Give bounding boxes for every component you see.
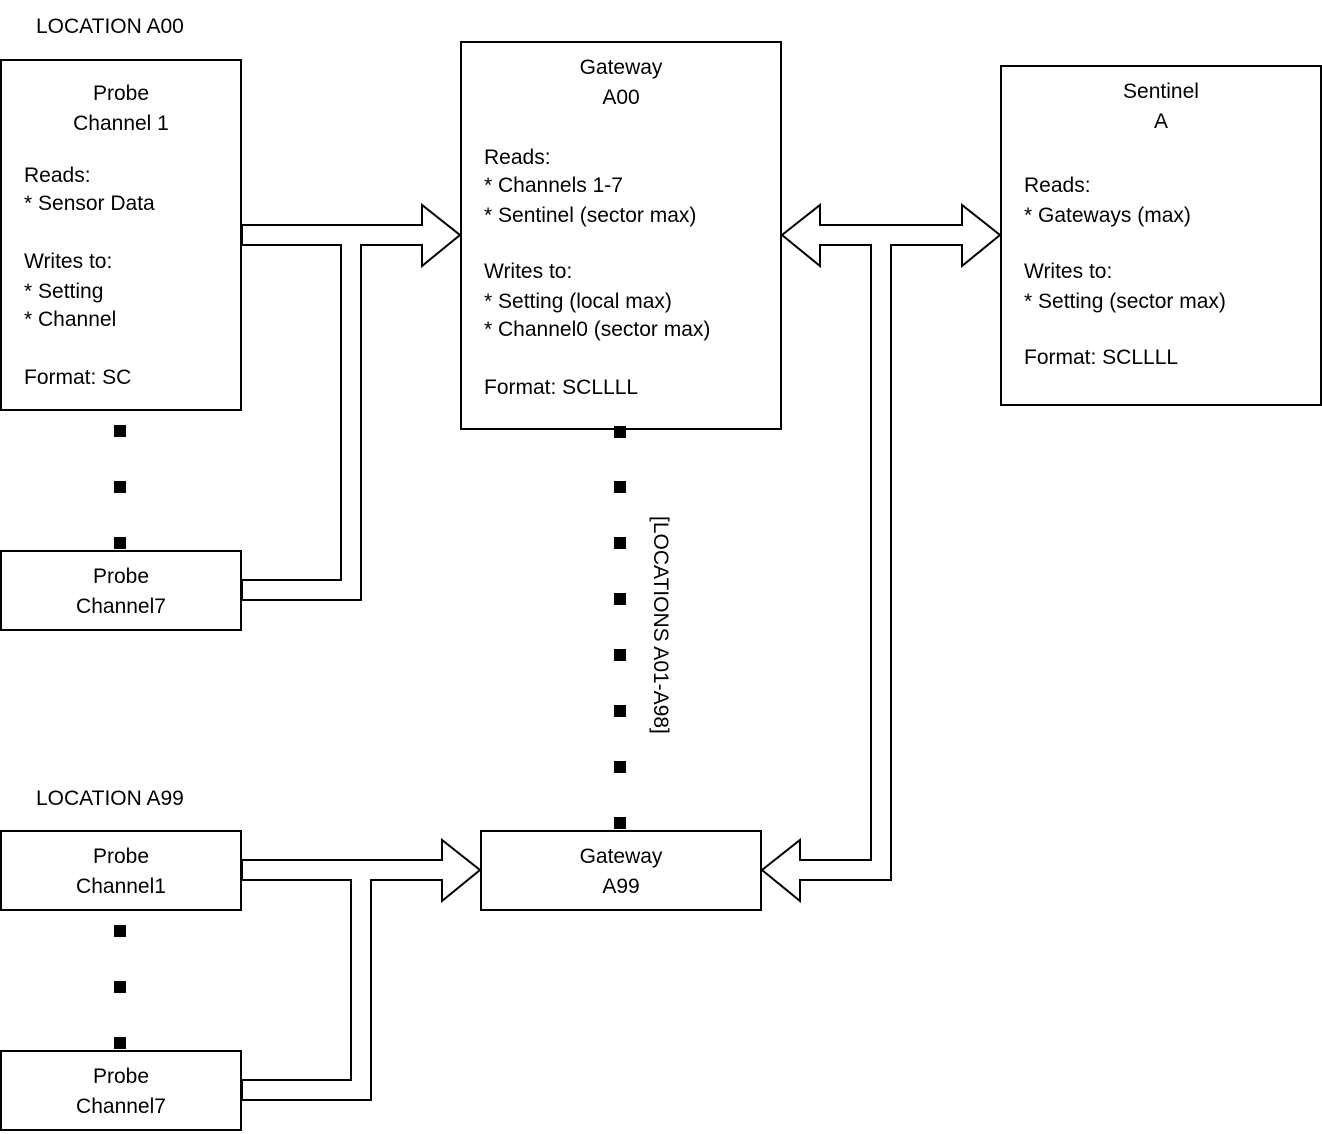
reads-item: * Sentinel (sector max) bbox=[484, 204, 697, 227]
reads-item: * Gateways (max) bbox=[1024, 204, 1191, 227]
probe-channel-label: Channel 1 bbox=[73, 112, 169, 135]
writes-heading: Writes to: bbox=[1024, 260, 1113, 283]
ellipsis-dot bbox=[114, 425, 126, 437]
ellipsis-dot bbox=[614, 761, 626, 773]
writes-heading: Writes to: bbox=[484, 260, 573, 283]
gateway-title: Gateway bbox=[579, 56, 663, 79]
sentinel-id: A bbox=[1153, 110, 1168, 133]
gateway-title: Gateway bbox=[579, 845, 663, 868]
reads-item: * Sensor Data bbox=[24, 192, 155, 215]
probe-channel-label: Channel7 bbox=[76, 1095, 166, 1118]
locations-range-label: [LOCATIONS A01-A98] bbox=[649, 516, 672, 734]
probe-a00-channel-1-box: Probe Channel 1 Reads: * Sensor Data Wri… bbox=[0, 59, 242, 411]
ellipsis-dot bbox=[614, 537, 626, 549]
probe-a00-channel-7-box: Probe Channel7 bbox=[0, 550, 242, 631]
ellipsis-dot bbox=[614, 705, 626, 717]
arrow-probes-a00-to-gateway-a00 bbox=[241, 202, 462, 601]
probe-title: Probe bbox=[92, 1065, 150, 1088]
reads-item: * Channels 1-7 bbox=[484, 174, 623, 197]
sentinel-a-box: Sentinel A Reads: * Gateways (max) Write… bbox=[1000, 65, 1322, 406]
probe-a99-channel-1-box: Probe Channel1 bbox=[0, 830, 242, 911]
writes-item: * Setting bbox=[24, 280, 104, 303]
ellipsis-dot bbox=[114, 925, 126, 937]
writes-heading: Writes to: bbox=[24, 250, 113, 273]
reads-heading: Reads: bbox=[24, 164, 91, 187]
gateway-id: A00 bbox=[602, 86, 640, 109]
ellipsis-dot bbox=[614, 481, 626, 493]
reads-heading: Reads: bbox=[1024, 174, 1091, 197]
arrow-probes-a99-to-gateway-a99 bbox=[241, 837, 482, 1101]
ellipsis-dot bbox=[614, 649, 626, 661]
writes-item: * Channel0 (sector max) bbox=[484, 318, 711, 341]
gateway-a99-box: Gateway A99 bbox=[480, 830, 762, 911]
writes-item: * Channel bbox=[24, 308, 117, 331]
ellipsis-dot bbox=[614, 817, 626, 829]
probe-title: Probe bbox=[92, 845, 150, 868]
ellipsis-dot bbox=[114, 537, 126, 549]
location-a00-label: LOCATION A00 bbox=[36, 15, 184, 38]
probe-title: Probe bbox=[92, 565, 150, 588]
ellipsis-dot bbox=[114, 981, 126, 993]
gateway-a00-box: Gateway A00 Reads: * Channels 1-7 * Sent… bbox=[460, 41, 782, 430]
ellipsis-dot bbox=[114, 481, 126, 493]
location-a99-label: LOCATION A99 bbox=[36, 787, 184, 810]
reads-heading: Reads: bbox=[484, 146, 551, 169]
probe-title: Probe bbox=[92, 82, 150, 105]
ellipsis-dot bbox=[114, 1037, 126, 1049]
ellipsis-dot bbox=[614, 426, 626, 438]
format-label: Format: SCLLLL bbox=[1024, 346, 1179, 369]
probe-a99-channel-7-box: Probe Channel7 bbox=[0, 1050, 242, 1131]
format-label: Format: SCLLLL bbox=[484, 376, 639, 399]
ellipsis-dot bbox=[614, 593, 626, 605]
writes-item: * Setting (sector max) bbox=[1024, 290, 1226, 313]
format-label: Format: SC bbox=[24, 366, 132, 389]
writes-item: * Setting (local max) bbox=[484, 290, 672, 313]
arrow-gateway-sentinel-bidirectional bbox=[760, 202, 1002, 904]
probe-channel-label: Channel1 bbox=[76, 875, 166, 898]
sentinel-title: Sentinel bbox=[1123, 80, 1199, 103]
probe-channel-label: Channel7 bbox=[76, 595, 166, 618]
gateway-id: A99 bbox=[602, 875, 640, 898]
